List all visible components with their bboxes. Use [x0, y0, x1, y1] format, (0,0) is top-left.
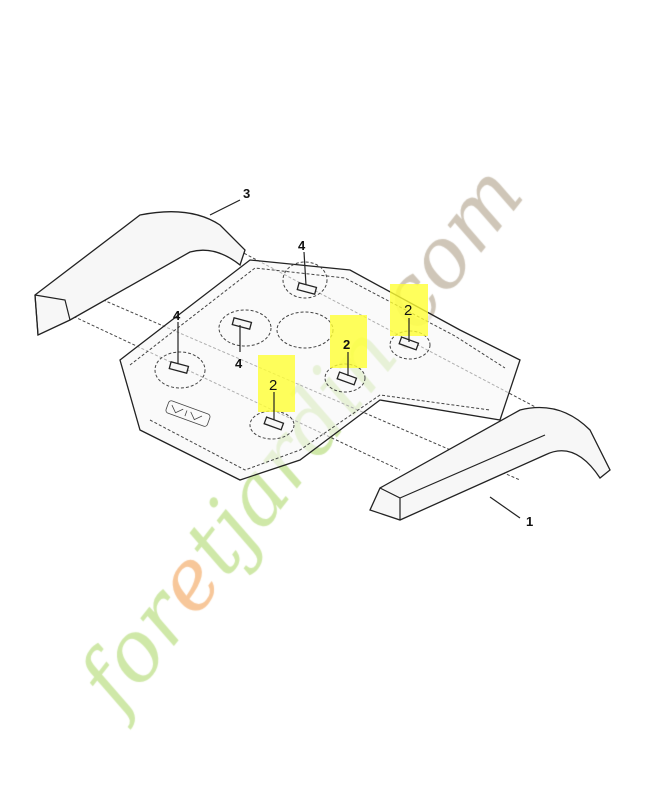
- leader-lines: [177, 199, 521, 519]
- callout-bolt-b: 4: [173, 308, 181, 323]
- bolts: [168, 281, 420, 431]
- callout-screw-a: 2: [269, 377, 277, 394]
- brand-embossing: [165, 400, 211, 427]
- fender-right: [369, 406, 611, 521]
- fender-left: [34, 211, 246, 336]
- callout-screw-b: 2: [343, 337, 350, 352]
- callout-bolt-a: 4: [298, 238, 306, 253]
- callout-bolt-c: 4: [235, 356, 243, 371]
- callout-fender-right: 1: [526, 514, 533, 529]
- callout-screw-c: 2: [404, 302, 412, 319]
- callout-fender-left: 3: [243, 186, 250, 201]
